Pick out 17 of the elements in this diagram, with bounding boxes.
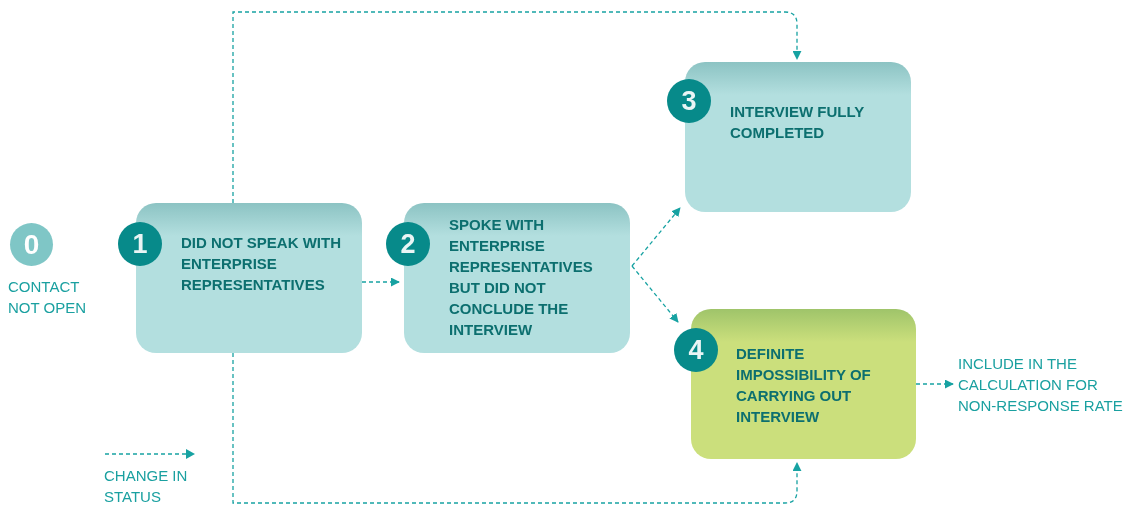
dashed-arrow	[361, 277, 400, 287]
dashed-arrow	[915, 379, 954, 389]
number-badge: 1	[118, 222, 162, 266]
number-badge: 3	[667, 79, 711, 123]
number-badge: 2	[386, 222, 430, 266]
status-text: INTERVIEW FULLY COMPLETED	[730, 102, 865, 143]
number-badge: 4	[674, 328, 718, 372]
dashed-arrow	[631, 265, 679, 323]
status-text: SPOKE WITH ENTERPRISE REPRESENTATIVES BUT DID NOT CONCLUDE THE INTERVIEW	[449, 215, 594, 340]
dashed-arrow	[232, 11, 802, 204]
status-caption: CONTACT NOT OPEN	[8, 277, 88, 318]
legend-text: CHANGE IN STATUS	[104, 466, 189, 507]
status-text: DID NOT SPEAK WITH ENTERPRISE REPRESENTATIVES	[181, 233, 342, 295]
dashed-arrow	[631, 207, 681, 267]
status-text: DEFINITE IMPOSSIBILITY OF CARRYING OUT INTERVIEW	[736, 344, 872, 427]
note-text: INCLUDE IN THE CALCULATION FOR NON-RESPONSE RATE	[958, 353, 1124, 416]
dashed-arrow	[232, 352, 802, 504]
